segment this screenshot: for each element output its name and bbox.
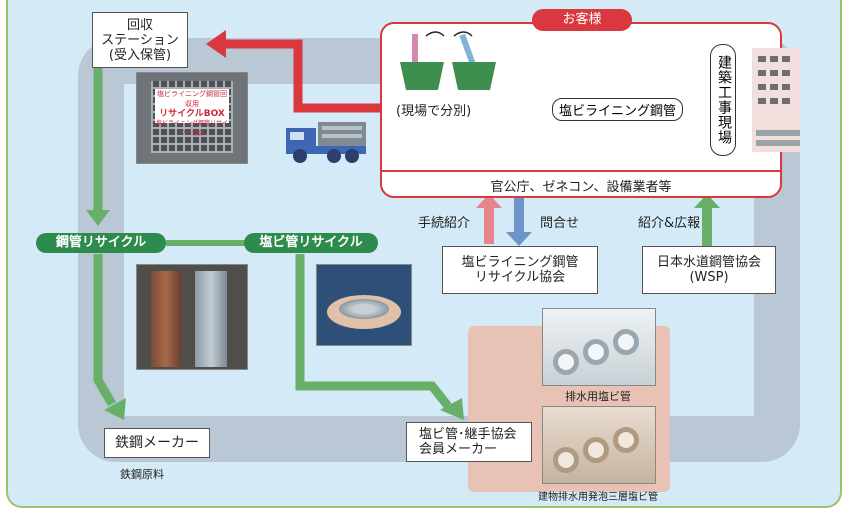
site-label: 建築工事現場 [710,44,736,156]
building-icon [752,48,800,152]
drain-pipe-caption: 排水用塩ビ管 [565,390,631,403]
inquiry-arrow [514,196,524,234]
inquiry-label: 問合せ [540,216,580,231]
intro-arrow [702,206,712,246]
truck-icon [286,122,366,163]
intro-pr-label: 紹介&広報 [638,216,701,231]
return-arrowhead-red [206,30,226,58]
recycle-box-photo: 塩ビライニング鋼管回収用 リサイクルBOX 塩ビライニング鋼管リサイクル協会 [136,72,248,164]
procedure-arrow [484,206,494,244]
steel-material-label: 鉄鋼原料 [120,468,164,481]
drain-pipe-photo [542,308,656,386]
procedure-label: 手続紹介 [418,216,471,231]
customer-divider [382,170,780,172]
foam-pipe-photo [542,406,656,484]
sorting-buckets-icon [400,31,496,90]
customer-header: お客様 [532,9,632,31]
station-to-steel-arrowhead [86,210,110,226]
pvc-pellets-photo [316,264,412,346]
wsp-association-box: 日本水道鋼管協会 (WSP) [642,246,776,294]
inquiry-arrowhead [506,232,532,246]
collection-station-box: 回収 ステーション (受入保管) [92,12,188,68]
steel-pipes-photo [136,264,248,370]
steel-recycle-pill: 鋼管リサイクル [36,233,166,253]
pvc-to-maker-arrow [295,254,452,409]
pvc-to-maker-arrowhead [440,398,464,420]
pvc-recycle-pill: 塩ビ管リサイクル [244,233,378,253]
pvc-maker-box: 塩ビ管･継手協会 会員メーカー [406,422,532,462]
procedure-arrowhead [476,194,502,208]
steel-to-maker-arrowhead [104,398,126,420]
steel-to-maker-arrow [93,254,116,407]
lining-association-box: 塩ビライニング鋼管 リサイクル協会 [442,246,598,294]
clients-label: 官公庁、ゼネコン、設備業者等 [490,180,672,195]
return-arrow-red [224,39,380,113]
intro-arrowhead [694,194,720,208]
steel-maker-box: 鉄鋼メーカー [104,428,210,458]
pipe-label: 塩ビライニング鋼管 [552,98,684,121]
recycle-box-sign: 塩ビライニング鋼管回収用 リサイクルBOX 塩ビライニング鋼管リサイクル協会 [155,89,229,137]
sorting-label: (現場で分別) [396,104,472,119]
foam-pipe-caption: 建物排水用発泡三層塩ビ管 [538,492,658,503]
